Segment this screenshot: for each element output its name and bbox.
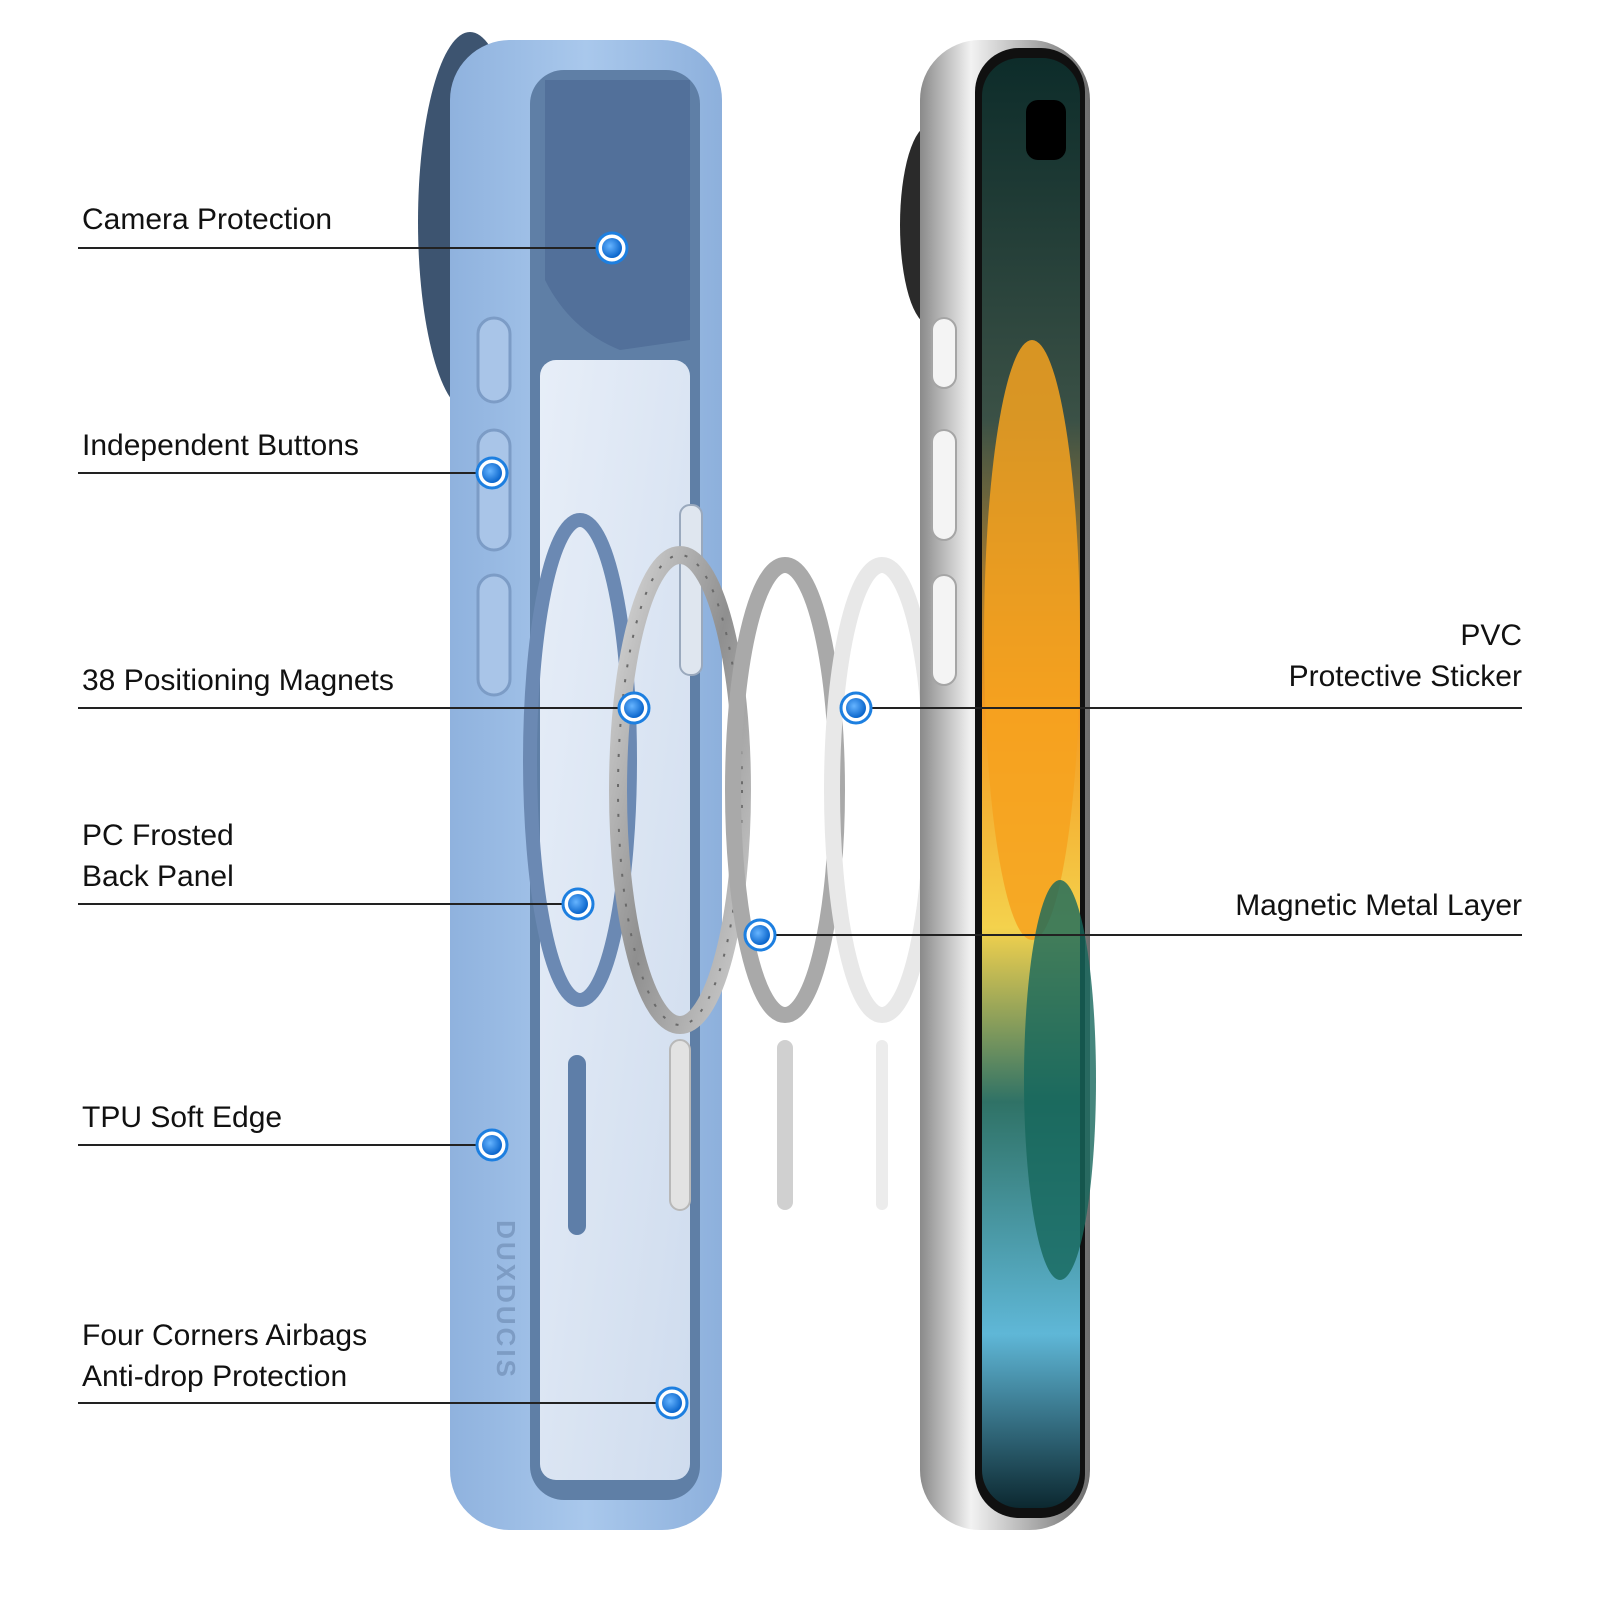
callout-pvc-line2: Protective Sticker: [1288, 660, 1522, 693]
phone-button-2: [931, 429, 957, 541]
camera-cutout: [545, 80, 690, 350]
phone-button-3: [931, 574, 957, 686]
marker-magnetic-metal: [743, 918, 777, 952]
marker-independent-buttons: [475, 456, 509, 490]
callout-magnetic-metal-text: Magnetic Metal Layer: [1235, 889, 1522, 922]
callout-airbags-line1: Four Corners Airbags: [82, 1319, 368, 1352]
marker-pc-frosted: [561, 887, 595, 921]
brand-logo: DUXDUCIS: [491, 1220, 521, 1380]
pvc-sticker-ring: [824, 557, 940, 1023]
case-slot: [568, 1055, 586, 1235]
callout-markers: [475, 231, 873, 1420]
ring-tab-1: [669, 1039, 691, 1211]
ring-tab-2: [777, 1040, 793, 1210]
case-button-2: [476, 428, 512, 552]
callout-pvc-line1: PVC: [1460, 619, 1522, 652]
marker-positioning-magnets: [617, 691, 651, 725]
ring-tab-3: [876, 1040, 888, 1210]
callout-tpu-soft-edge: TPU Soft Edge: [82, 1097, 282, 1138]
marker-camera-protection: [595, 231, 629, 265]
phone-device: [900, 40, 1096, 1530]
callout-independent-buttons: Independent Buttons: [82, 425, 359, 466]
magnet-segments: [617, 554, 743, 1026]
phone-case: [418, 32, 722, 1530]
magnet-ring-stack: [609, 546, 940, 1211]
marker-airbags: [655, 1386, 689, 1420]
callout-independent-buttons-text: Independent Buttons: [82, 429, 359, 462]
case-side-button: [679, 504, 703, 676]
callout-positioning-magnets: 38 Positioning Magnets: [82, 660, 394, 701]
callout-airbags-line2: Anti-drop Protection: [82, 1360, 348, 1393]
marker-pvc-sticker: [839, 691, 873, 725]
callout-tpu-soft-edge-text: TPU Soft Edge: [82, 1101, 283, 1134]
callout-pc-frosted-line1: PC Frosted: [82, 819, 234, 852]
callout-pvc-protective-sticker: PVC Protective Sticker: [1289, 615, 1522, 697]
case-button-3: [476, 573, 512, 697]
callout-pc-frosted-back-panel: PC Frosted Back Panel: [82, 815, 234, 897]
leader-lines: [78, 247, 1522, 1404]
callout-magnetic-metal-layer: Magnetic Metal Layer: [1235, 885, 1522, 926]
wallpaper-green: [1024, 880, 1096, 1280]
marker-tpu-soft-edge: [475, 1128, 509, 1162]
callout-four-corners-airbags: Four Corners Airbags Anti-drop Protectio…: [82, 1315, 367, 1397]
wallpaper-orange: [984, 340, 1080, 940]
dynamic-island: [1026, 100, 1066, 160]
callout-positioning-magnets-text: 38 Positioning Magnets: [82, 664, 394, 697]
case-button-1: [476, 316, 512, 404]
callout-pc-frosted-line2: Back Panel: [82, 860, 234, 893]
case-magnet-ring: [523, 513, 637, 1007]
callout-camera-protection: Camera Protection: [82, 199, 332, 240]
callout-camera-protection-text: Camera Protection: [82, 203, 333, 236]
phone-button-1: [931, 317, 957, 389]
